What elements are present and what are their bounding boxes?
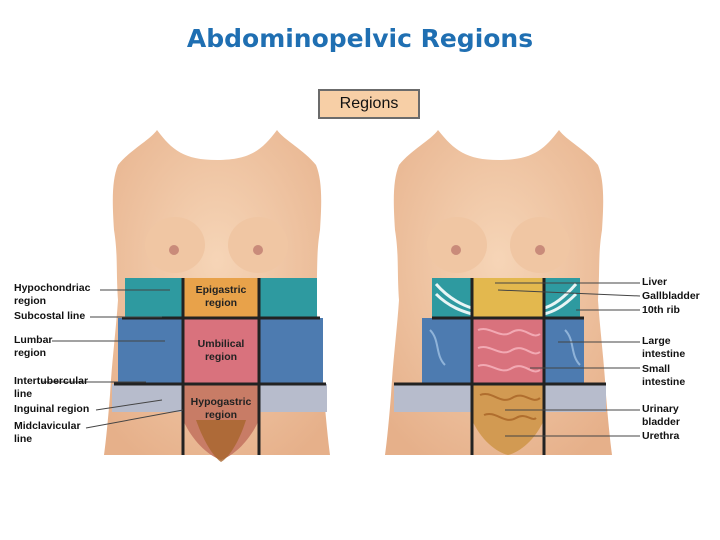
large-intestine-coils <box>429 329 581 366</box>
right-breast-l <box>427 217 487 273</box>
lumbar-region-label: Lumbar region <box>14 334 53 359</box>
regions-tab[interactable]: Regions <box>318 89 420 119</box>
gallbladder-label: Gallbladder <box>642 290 700 302</box>
inguinal-region-right <box>259 384 327 412</box>
hypochondriac-region-label: Hypochondriac region <box>14 282 91 307</box>
umbilical-region-label: Umbilical region <box>197 338 245 363</box>
tenth-rib-label: 10th rib <box>642 304 680 316</box>
left-torso <box>104 130 330 462</box>
liver-label: Liver <box>642 276 668 288</box>
epigastric-region-fill <box>183 278 259 318</box>
pubic-hair <box>196 420 246 462</box>
midclavicular-line-label: Midclavicular line <box>14 420 81 445</box>
lumbar-region-left <box>118 318 183 384</box>
inguinal-organ-left <box>394 384 472 412</box>
hypogastric-region-label: Hypogastric region <box>190 396 252 421</box>
inguinal-region-label: Inguinal region <box>14 403 90 415</box>
right-nipple-r <box>535 245 545 255</box>
left-nipple-l <box>169 245 179 255</box>
subcostal-line-label: Subcostal line <box>14 310 86 322</box>
umbilical-region-fill <box>183 318 259 384</box>
right-nipple-l <box>451 245 461 255</box>
lumbar-organ-left <box>422 318 472 384</box>
inguinal-region-left <box>112 384 183 412</box>
leader-lines <box>42 282 641 437</box>
small-intestine-label: Small intestine <box>642 363 686 388</box>
right-torso <box>385 130 612 455</box>
inguinal-organ-right <box>544 384 606 412</box>
left-breast-l <box>145 217 205 273</box>
epigastric-region-label: Epigastric region <box>195 284 247 309</box>
page-title: Abdominopelvic Regions <box>186 24 534 53</box>
large-intestine-label: Large intestine <box>642 335 686 360</box>
urethra-label: Urethra <box>642 430 680 442</box>
intestine-coils <box>477 327 541 373</box>
rib-arcs <box>434 283 578 316</box>
lumbar-region-right <box>259 318 323 384</box>
left-nipple-r <box>253 245 263 255</box>
liver-area <box>472 278 544 318</box>
urinary-bladder-label: Urinary bladder <box>642 403 680 428</box>
hypochondriac-region-left <box>125 278 183 318</box>
pelvic-coils <box>479 392 541 421</box>
hypochondriac-region-right <box>259 278 317 318</box>
lumbar-organ-right <box>544 318 584 384</box>
intertubercular-line-label: Intertubercular line <box>14 375 89 400</box>
